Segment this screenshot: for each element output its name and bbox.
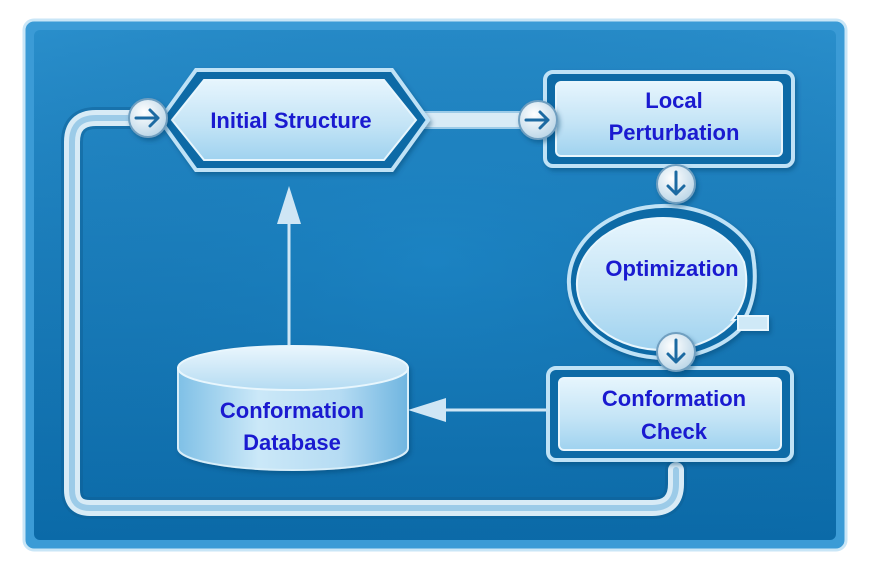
arrow-check-to-database (408, 398, 546, 422)
arrow-right-icon (128, 98, 168, 138)
local-perturbation-label-line2: Perturbation (609, 120, 740, 145)
initial-structure-label: Initial Structure (210, 108, 371, 133)
node-conformation-check (546, 366, 794, 462)
local-perturbation-label-line1: Local (645, 88, 702, 113)
optimization-label: Optimization (605, 256, 738, 281)
conformation-check-label-line1: Conformation (602, 386, 746, 411)
arrow-down-icon (656, 164, 696, 204)
conformation-database-label-line2: Database (243, 430, 341, 455)
node-local-perturbation (543, 70, 795, 168)
arrow-down-icon (656, 332, 696, 372)
conformation-check-label-line2: Check (641, 419, 708, 444)
arrow-right-icon (518, 100, 558, 140)
node-conformation-database (177, 345, 409, 471)
node-initial-structure (157, 68, 431, 172)
conformation-database-label-line1: Conformation (220, 398, 364, 423)
arrow-database-to-initial (277, 186, 301, 345)
